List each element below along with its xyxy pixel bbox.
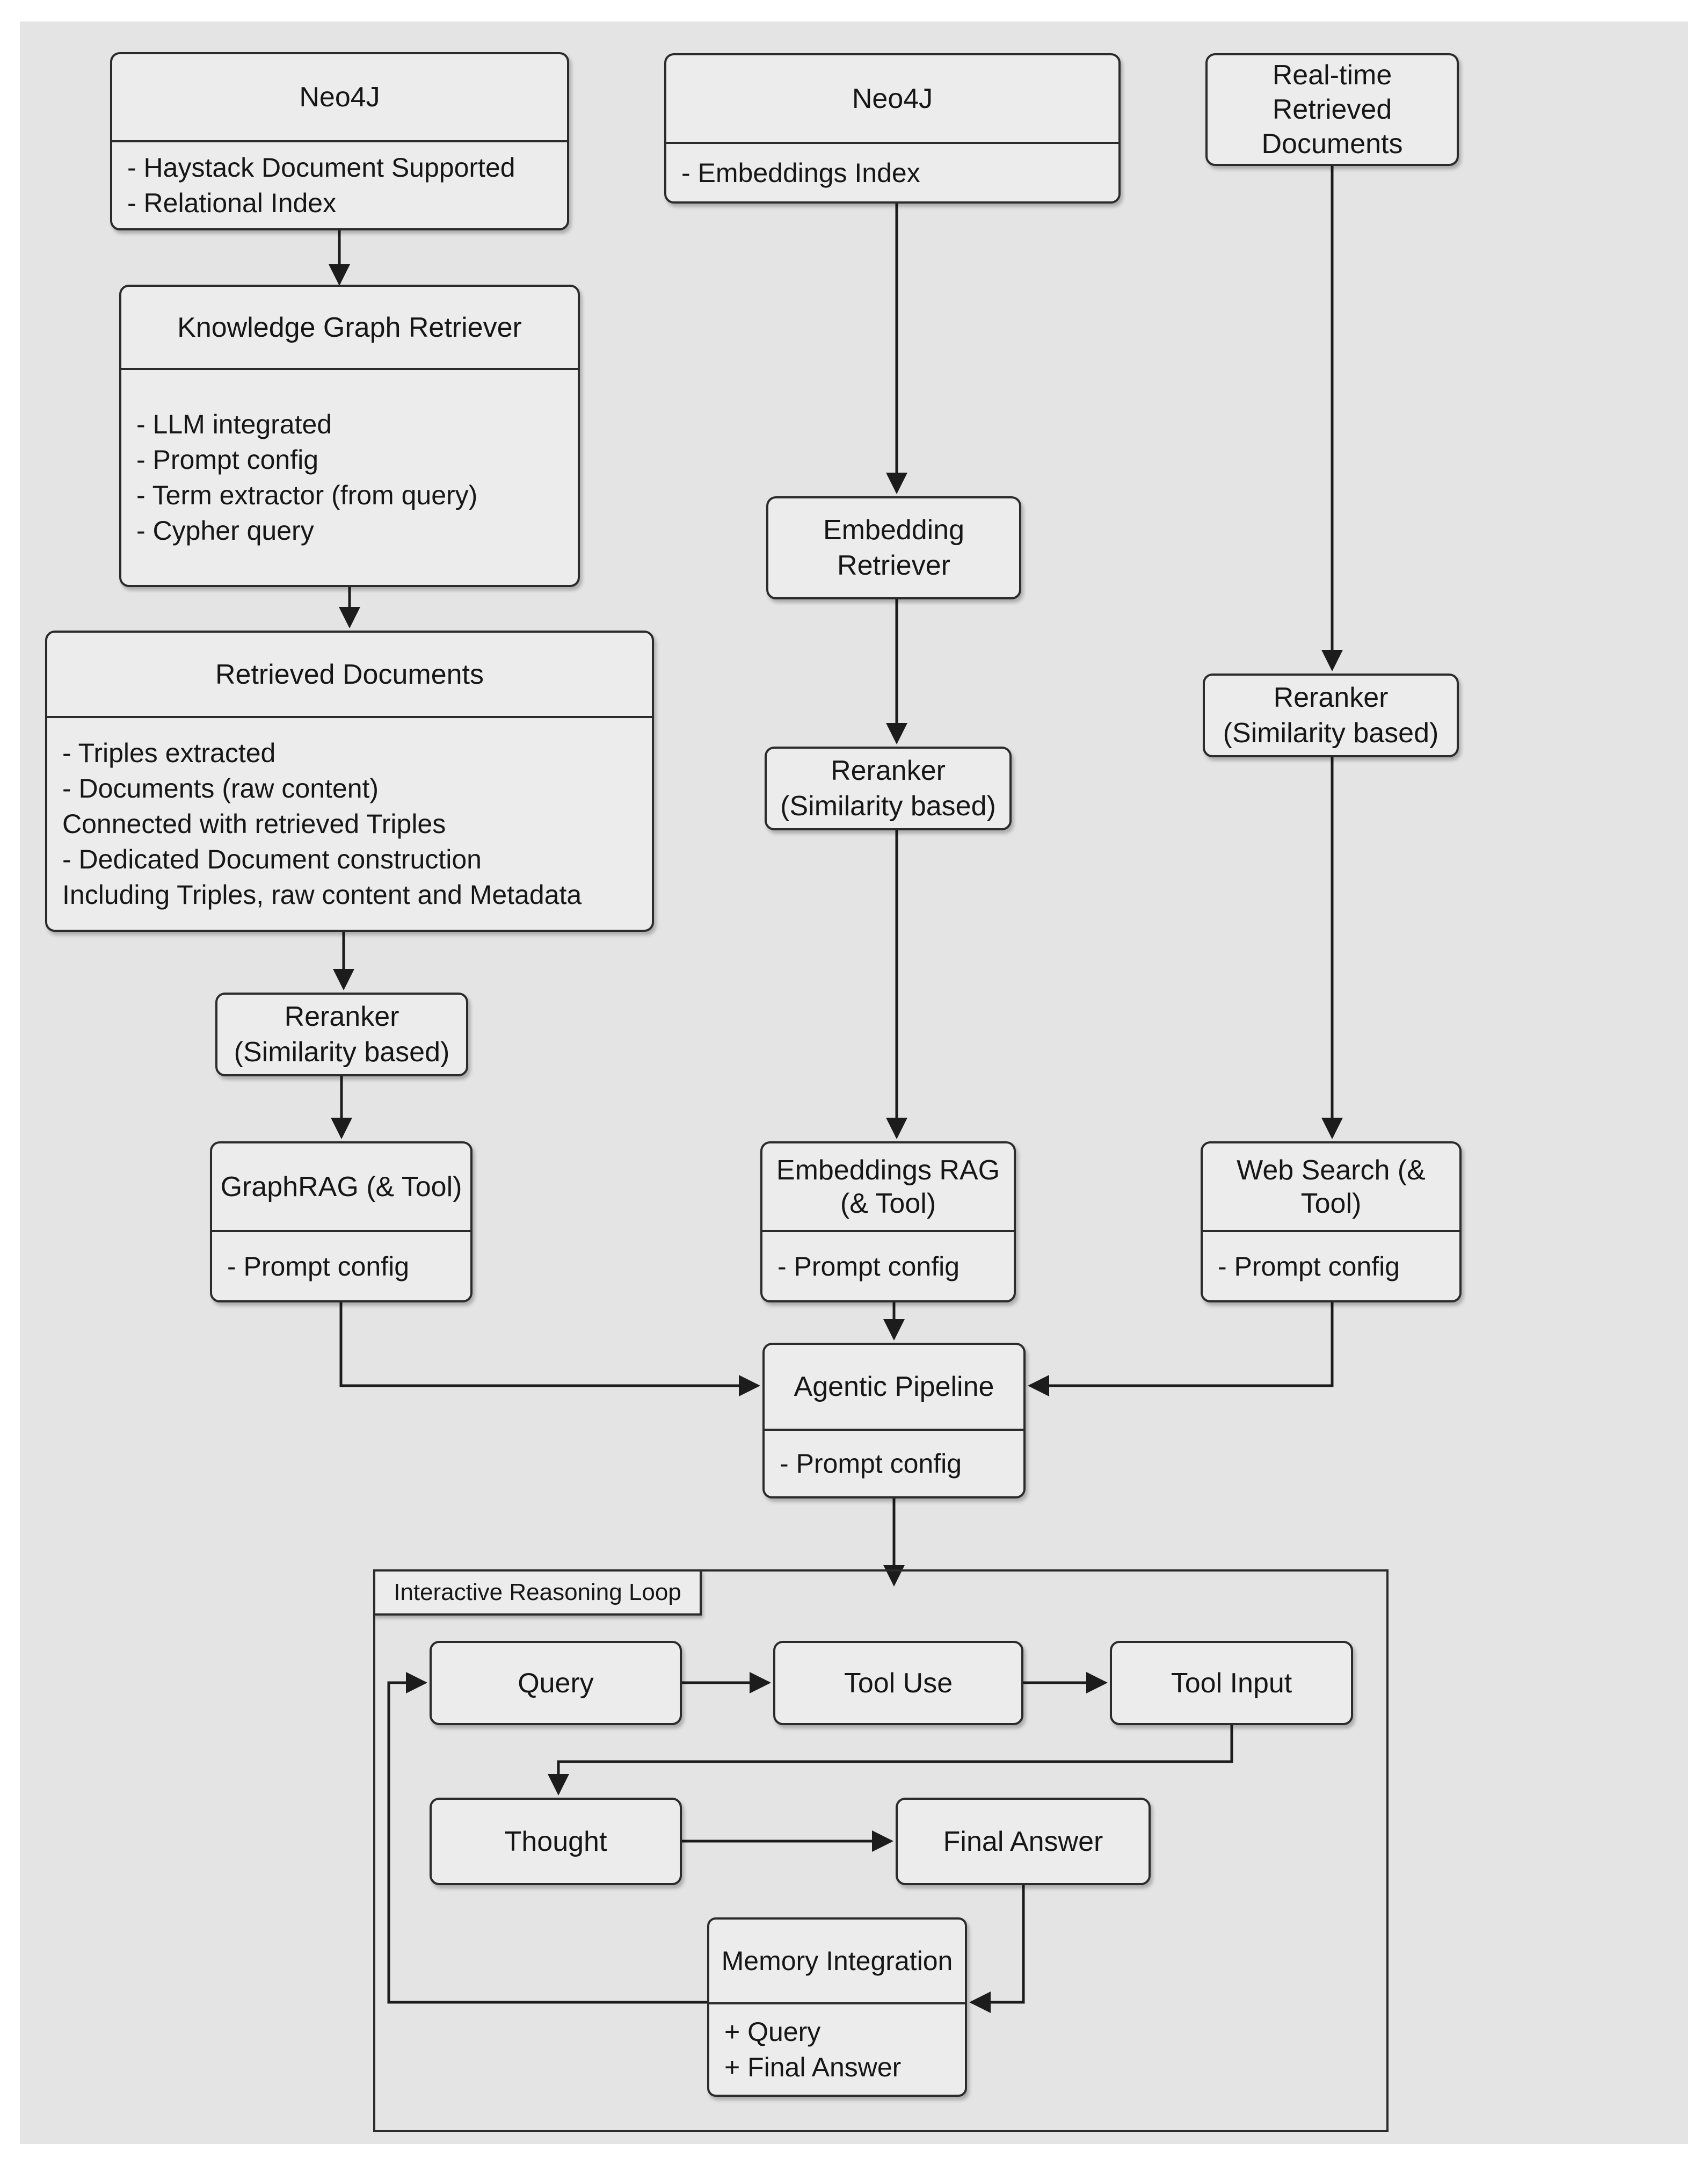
node-realtime-retrieved-documents: Real-time Retrieved Documents: [1205, 53, 1459, 166]
node-title-text: Tool): [1300, 1188, 1362, 1219]
node-item: - Dedicated Document construction: [62, 844, 482, 874]
node-web-search: Web Search (& Tool) - Prompt config: [1201, 1141, 1462, 1302]
node-tool-use: Tool Use: [773, 1641, 1023, 1725]
node-item: - Relational Index: [127, 188, 337, 218]
node-item: - Prompt config: [136, 445, 319, 475]
node-line: Reranker: [831, 755, 946, 786]
node-kg-retriever-body: - LLM integrated - Prompt config - Term …: [121, 370, 578, 585]
node-title-text: Memory Integration: [721, 1946, 953, 1976]
node-line: Tool Input: [1171, 1667, 1292, 1699]
node-neo4j-embeddings-title: Neo4J: [666, 55, 1118, 144]
node-title-text: Retrieved Documents: [215, 658, 484, 690]
node-item: - Embeddings Index: [681, 157, 920, 188]
node-title-text: Agentic Pipeline: [794, 1371, 994, 1402]
node-line: Embedding: [823, 515, 965, 546]
node-retrieved-docs-body: - Triples extracted - Documents (raw con…: [47, 718, 652, 930]
node-query: Query: [430, 1641, 682, 1725]
node-final-answer: Final Answer: [896, 1798, 1151, 1885]
node-title-text: Neo4J: [852, 83, 933, 114]
node-memory-body: + Query + Final Answer: [709, 2004, 965, 2095]
node-title-text: Embeddings RAG: [776, 1154, 1000, 1186]
node-line: Reranker: [284, 1001, 399, 1032]
node-item: - Prompt config: [227, 1251, 410, 1281]
node-embeddings-rag: Embeddings RAG (& Tool) - Prompt config: [760, 1141, 1016, 1302]
node-embeddings-rag-body: - Prompt config: [762, 1232, 1014, 1300]
node-neo4j-graph-title: Neo4J: [112, 54, 567, 142]
node-agentic-body: - Prompt config: [765, 1431, 1023, 1496]
node-title-text: Knowledge Graph Retriever: [177, 312, 522, 343]
node-title-text: Web Search (&: [1237, 1154, 1426, 1186]
node-neo4j-embeddings-store: Neo4J - Embeddings Index: [664, 53, 1121, 204]
node-item: Including Triples, raw content and Metad…: [62, 880, 582, 910]
node-line: Thought: [504, 1826, 607, 1857]
node-web-search-body: - Prompt config: [1203, 1232, 1459, 1300]
node-knowledge-graph-retriever: Knowledge Graph Retriever - LLM integrat…: [119, 285, 580, 587]
node-item: - Prompt config: [777, 1251, 960, 1281]
node-neo4j-graph-body: - Haystack Document Supported - Relation…: [112, 142, 567, 228]
node-item: - Haystack Document Supported: [127, 153, 515, 183]
loop-label: Interactive Reasoning Loop: [373, 1569, 702, 1616]
node-item: - Term extractor (from query): [136, 480, 478, 510]
node-line: Reranker: [1273, 682, 1389, 713]
node-item: - Prompt config: [1218, 1251, 1400, 1281]
node-neo4j-graph-store: Neo4J - Haystack Document Supported - Re…: [110, 52, 569, 230]
node-line: Query: [518, 1667, 594, 1699]
node-item: - Cypher query: [136, 516, 314, 546]
node-embeddings-rag-title: Embeddings RAG (& Tool): [762, 1143, 1014, 1232]
node-graphrag-title: GraphRAG (& Tool): [212, 1143, 470, 1232]
node-retrieved-documents: Retrieved Documents - Triples extracted …: [45, 631, 654, 932]
node-agentic-pipeline: Agentic Pipeline - Prompt config: [762, 1343, 1026, 1498]
node-line: (Similarity based): [780, 791, 996, 822]
node-graphrag: GraphRAG (& Tool) - Prompt config: [210, 1141, 473, 1302]
node-line: Documents: [1261, 128, 1403, 160]
node-item: Connected with retrieved Triples: [62, 809, 446, 839]
node-line: Real-time: [1272, 60, 1392, 91]
node-item: + Query: [724, 2017, 821, 2047]
node-item: - Triples extracted: [62, 738, 276, 768]
node-embedding-retriever: Embedding Retriever: [766, 496, 1021, 599]
node-line: (Similarity based): [234, 1037, 450, 1068]
node-agentic-title: Agentic Pipeline: [765, 1345, 1023, 1431]
node-memory-title: Memory Integration: [709, 1920, 965, 2004]
node-retrieved-docs-title: Retrieved Documents: [47, 633, 652, 718]
node-title-text: GraphRAG (& Tool): [220, 1171, 462, 1203]
node-graphrag-body: - Prompt config: [212, 1232, 470, 1300]
node-thought: Thought: [430, 1798, 682, 1885]
node-item: + Final Answer: [724, 2052, 902, 2082]
node-line: (Similarity based): [1223, 718, 1439, 749]
node-line: Retrieved: [1272, 94, 1392, 125]
node-tool-input: Tool Input: [1110, 1641, 1353, 1725]
node-line: Tool Use: [844, 1667, 953, 1699]
node-item: - Documents (raw content): [62, 773, 379, 803]
node-neo4j-embeddings-body: - Embeddings Index: [666, 144, 1118, 201]
node-title-text: Neo4J: [299, 82, 380, 113]
node-line: Final Answer: [943, 1826, 1103, 1857]
node-item: - Prompt config: [780, 1449, 962, 1479]
node-item: - LLM integrated: [136, 409, 332, 439]
interactive-reasoning-loop-container: Interactive Reasoning Loop: [373, 1569, 1389, 2132]
node-web-search-title: Web Search (& Tool): [1203, 1143, 1459, 1232]
node-kg-retriever-title: Knowledge Graph Retriever: [121, 287, 578, 370]
node-reranker-mid: Reranker (Similarity based): [765, 747, 1012, 830]
node-memory-integration: Memory Integration + Query + Final Answe…: [707, 1917, 967, 2097]
node-reranker-left: Reranker (Similarity based): [215, 993, 468, 1076]
node-reranker-right: Reranker (Similarity based): [1203, 674, 1459, 757]
node-title-text: (& Tool): [840, 1188, 936, 1219]
node-line: Retriever: [837, 550, 950, 581]
